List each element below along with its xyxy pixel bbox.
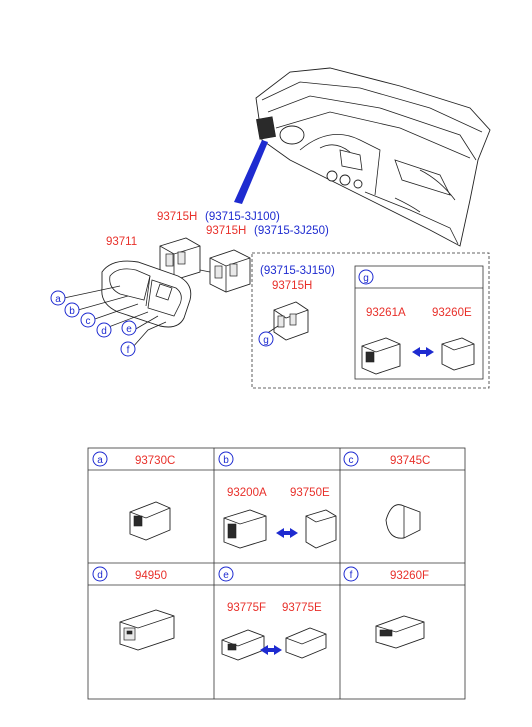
label-93715h-upper: 93715H (157, 211, 197, 223)
table-cell-d-header: d 94950 (92, 566, 167, 582)
table-cell-f-header: f 93260F (343, 566, 429, 582)
switch-lower-illustration (209, 249, 251, 293)
inset-code: (93715-3J150) (260, 265, 335, 277)
table-cell-a-header: a 93730C (92, 451, 175, 467)
table-f-illustration (375, 615, 425, 649)
table-cell-c-header: c 93745C (343, 451, 430, 467)
switch-93260e-illustration (441, 337, 475, 371)
callout-d: d (96, 322, 112, 338)
swap-arrow-inset (412, 347, 434, 357)
svg-text:f: f (127, 345, 130, 356)
table-a-part: 93730C (135, 455, 175, 467)
callout-f: f (120, 341, 136, 357)
table-cell-e-header: e (218, 566, 234, 582)
dashboard-illustration (255, 67, 491, 247)
leader-arrow (234, 140, 268, 204)
inset-switch-illustration (273, 301, 309, 341)
code-93715-3j100: (93715-3J100) (205, 211, 280, 223)
table-e-illustration-1 (221, 629, 265, 661)
callout-a: a (50, 290, 66, 306)
svg-text:f: f (350, 570, 353, 581)
label-93715h-lower: 93715H (206, 225, 246, 237)
label-93261a: 93261A (366, 307, 406, 319)
svg-text:b: b (223, 455, 229, 466)
svg-text:a: a (97, 455, 103, 466)
svg-text:a: a (55, 294, 61, 305)
svg-text:g: g (363, 273, 369, 284)
table-b-illustration-2 (305, 509, 337, 549)
inset-g-header-callout: g (358, 269, 374, 285)
table-d-illustration (119, 609, 175, 651)
bezel-assembly-illustration (101, 260, 192, 328)
svg-text:g: g (263, 335, 269, 346)
inset-label-93715h: 93715H (272, 280, 312, 292)
svg-text:d: d (97, 570, 103, 581)
table-c-part: 93745C (390, 455, 430, 467)
callout-b: b (64, 302, 80, 318)
inset-g-box (354, 265, 484, 380)
swap-arrow-e (260, 645, 282, 655)
svg-text:c: c (349, 455, 354, 466)
label-93260e: 93260E (432, 307, 472, 319)
inset-box (251, 252, 490, 389)
inset-callout-g: g (258, 331, 274, 347)
callout-leaders (63, 285, 167, 349)
parts-table (87, 447, 466, 700)
swap-arrow-b (276, 528, 298, 538)
table-b-part-2: 93750E (290, 487, 330, 499)
table-e-part-1: 93775F (227, 602, 266, 614)
table-d-part: 94950 (135, 570, 167, 582)
callout-c: c (80, 312, 96, 328)
table-cell-b-header: b (218, 451, 234, 467)
code-93715-3j250: (93715-3J250) (254, 225, 329, 237)
table-e-part-2: 93775E (282, 602, 322, 614)
switch-93261a-illustration (361, 337, 401, 375)
callout-e: e (121, 320, 137, 336)
table-b-part-1: 93200A (227, 487, 267, 499)
svg-text:e: e (126, 324, 132, 335)
table-b-illustration-1 (223, 509, 267, 549)
svg-text:b: b (69, 306, 75, 317)
table-a-illustration (129, 501, 171, 541)
table-c-illustration (385, 504, 421, 539)
svg-text:c: c (86, 316, 91, 327)
table-e-illustration-2 (285, 627, 327, 659)
label-93711: 93711 (106, 236, 137, 248)
svg-text:e: e (223, 570, 229, 581)
svg-text:d: d (101, 326, 107, 337)
table-f-part: 93260F (390, 570, 429, 582)
switch-upper-illustration (159, 237, 201, 281)
